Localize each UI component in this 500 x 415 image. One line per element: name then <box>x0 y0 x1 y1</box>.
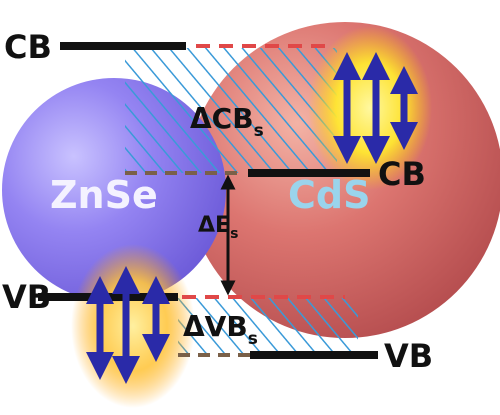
delta-cb-label: ΔCBs <box>190 102 264 141</box>
znse-label: ZnSe <box>50 173 158 217</box>
delta-vb-subscript: s <box>248 329 258 349</box>
vb-right-label: VB <box>384 337 433 375</box>
delta-e-label: ΔEs <box>198 213 238 242</box>
cds-label: CdS <box>288 173 370 217</box>
delta-vb-label: ΔVBs <box>183 310 258 349</box>
delta-cb-subscript: s <box>254 121 264 141</box>
delta-vb-hatch-region <box>178 298 358 354</box>
delta-cb-hatch-region <box>125 48 337 173</box>
vb-left-label: VB <box>2 278 51 316</box>
glow-znse <box>71 244 195 408</box>
cb-left-label: CB <box>4 28 52 66</box>
cb-right-label: CB <box>378 155 426 193</box>
delta-e-subscript: s <box>230 226 238 242</box>
